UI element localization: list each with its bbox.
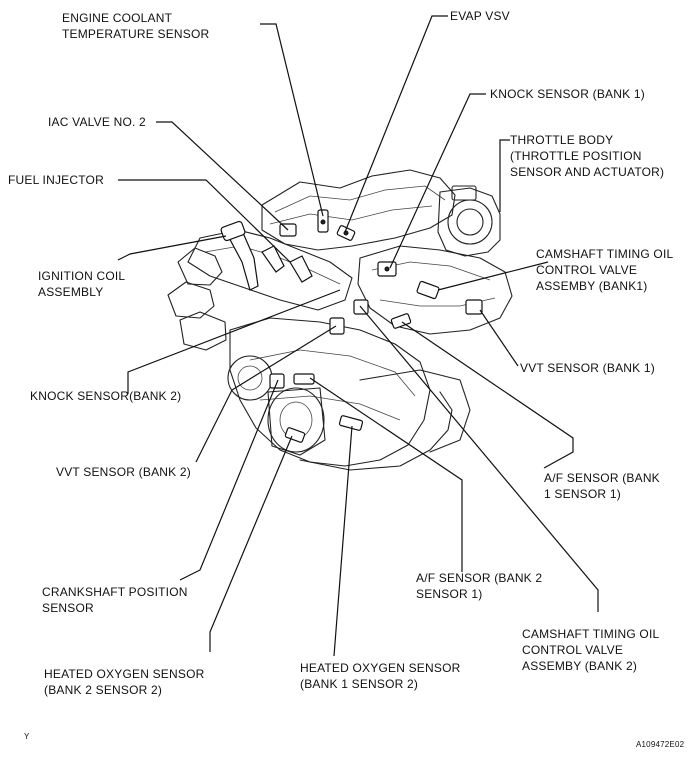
label-camshaft-ocv-bank2: CAMSHAFT TIMING OIL CONTROL VALVE ASSEMB… (522, 627, 660, 673)
label-vvt-sensor-bank2: VVT SENSOR (BANK 2) (56, 465, 191, 479)
leader-throttle-body (499, 139, 510, 212)
label-heated-o2-bank2-sensor2: HEATED OXYGEN SENSOR (BANK 2 SENSOR 2) (44, 667, 205, 697)
label-crankshaft-position-sensor: CRANKSHAFT POSITION SENSOR (42, 585, 188, 615)
label-vvt-sensor-bank1: VVT SENSOR (BANK 1) (520, 361, 655, 375)
engine-block-illustration (167, 169, 513, 471)
label-heated-o2-bank1-sensor2: HEATED OXYGEN SENSOR (BANK 1 SENSOR 2) (300, 661, 461, 691)
leader-crankshaft (179, 379, 279, 581)
corner-mark: Y (24, 732, 30, 741)
leader-lines (117, 15, 599, 657)
label-knock-sensor-bank2: KNOCK SENSOR(BANK 2) (30, 389, 182, 403)
leader-heated-o2-b1s2 (333, 425, 353, 657)
leader-knock-bank1 (389, 93, 486, 269)
leader-vvt-bank1 (479, 309, 519, 367)
label-iac-valve-no2: IAC VALVE NO. 2 (48, 115, 146, 129)
leader-fuel-injector (118, 179, 291, 263)
figure-id: A109472E02 (636, 740, 685, 749)
leader-af-bank1-s1 (401, 321, 574, 469)
leader-camshaft-ocv-bank2 (359, 305, 599, 612)
label-ignition-coil-assembly: IGNITION COIL ASSEMBLY (38, 269, 126, 299)
label-knock-sensor-bank1: KNOCK SENSOR (BANK 1) (490, 87, 645, 101)
leader-ignition-coil (117, 235, 227, 261)
leader-heated-o2-b2s2 (209, 435, 293, 652)
label-engine-coolant-temp-sensor: ENGINE COOLANT TEMPERATURE SENSOR (62, 11, 210, 41)
label-evap-vsv: EVAP VSV (450, 9, 510, 23)
label-af-sensor-bank1-sensor1: A/F SENSOR (BANK 1 SENSOR 1) (544, 471, 660, 501)
leader-engine-coolant-temp (260, 23, 324, 217)
leader-camshaft-ocv-bank1 (437, 261, 549, 291)
label-af-sensor-bank2-sensor1: A/F SENSOR (BANK 2 SENSOR 1) (416, 571, 543, 601)
leader-vvt-bank2 (195, 325, 337, 463)
leader-evap-vsv (344, 15, 448, 233)
leader-iac-valve (156, 121, 289, 231)
label-throttle-body: THROTTLE BODY (THROTTLE POSITION SENSOR … (510, 133, 665, 179)
label-fuel-injector: FUEL INJECTOR (8, 173, 104, 187)
label-camshaft-ocv-bank1: CAMSHAFT TIMING OIL CONTROL VALVE ASSEMB… (536, 247, 674, 293)
leader-knock-bank2 (127, 289, 341, 394)
leader-af-bank2-s1 (309, 377, 463, 572)
